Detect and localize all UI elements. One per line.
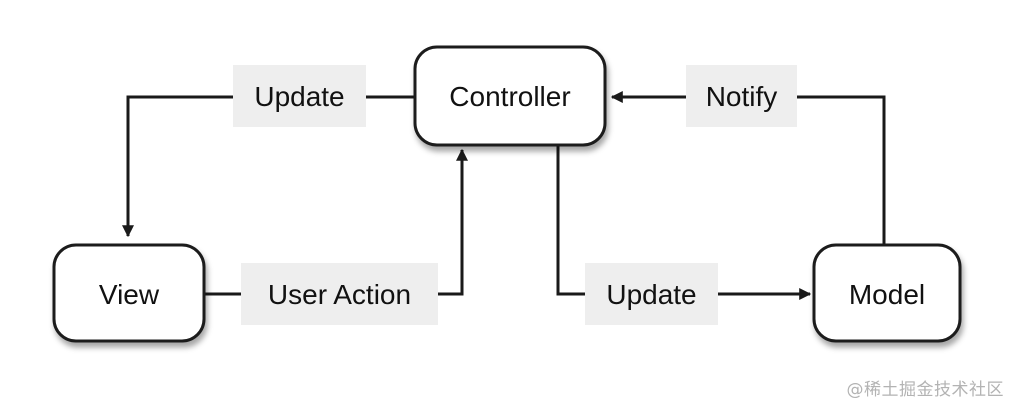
watermark: @稀土掘金技术社区: [846, 380, 1004, 400]
edge-label-text: Update: [606, 279, 696, 310]
node-controller: Controller: [413, 45, 607, 147]
node-label-controller: Controller: [449, 81, 570, 112]
edge-label-text: Notify: [706, 81, 778, 112]
edge-label-update-left: Update: [233, 65, 366, 127]
edge-label-user-action: User Action: [241, 263, 438, 325]
edge-controller-to-model: [556, 146, 812, 300]
node-label-view: View: [99, 279, 160, 310]
edge-label-update-right: Update: [585, 263, 718, 325]
node-model: Model: [812, 243, 962, 343]
node-view: View: [52, 243, 206, 343]
edge-label-text: Update: [254, 81, 344, 112]
edge-label-notify: Notify: [686, 65, 797, 127]
node-label-model: Model: [849, 279, 925, 310]
edge-label-text: User Action: [268, 279, 411, 310]
